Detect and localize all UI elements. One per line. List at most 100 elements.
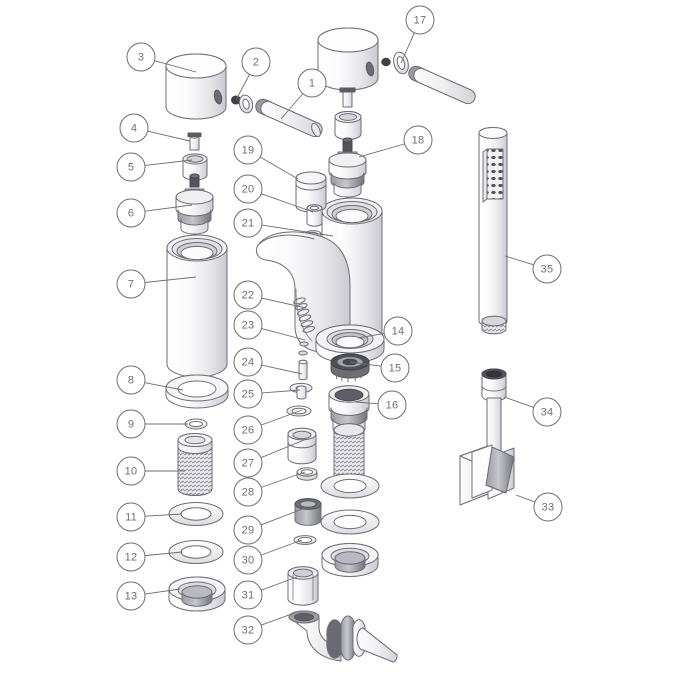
callout-bubble-16[interactable] <box>377 390 407 420</box>
callout-bubble-23[interactable] <box>233 310 263 340</box>
callout-21[interactable]: 21 <box>233 208 334 238</box>
part-29-filter-nut <box>294 498 322 526</box>
callout-bubble-7[interactable] <box>116 269 146 299</box>
callout-bubble-11[interactable] <box>116 502 146 532</box>
callout-11[interactable]: 11 <box>116 502 183 532</box>
callout-bubble-28[interactable] <box>233 477 263 507</box>
callout-bubble-20[interactable] <box>233 174 263 204</box>
callout-3[interactable]: 3 <box>126 42 197 73</box>
callout-bubble-19[interactable] <box>233 135 263 165</box>
callout-bubble-2[interactable] <box>241 47 271 77</box>
part-18-cartridge <box>328 137 367 198</box>
callout-bubble-34[interactable] <box>532 397 562 427</box>
part-6-cartridge <box>175 173 214 235</box>
callout-bubble-22[interactable] <box>233 280 263 310</box>
callout-bubble-6[interactable] <box>116 198 146 228</box>
callout-2[interactable]: 2 <box>235 47 271 101</box>
callout-25[interactable]: 25 <box>233 379 301 409</box>
part-20-bush <box>306 204 323 227</box>
callout-bubble-5[interactable] <box>116 152 146 182</box>
part-28-washer <box>296 467 318 481</box>
callout-bubble-17[interactable] <box>405 5 435 35</box>
callout-leader-22 <box>261 297 307 309</box>
callout-label-24: 24 <box>242 357 255 369</box>
callout-bubble-26[interactable] <box>233 415 263 445</box>
callout-bubble-33[interactable] <box>533 492 563 522</box>
callout-bubble-1[interactable] <box>297 68 327 98</box>
callout-14[interactable]: 14 <box>357 316 413 346</box>
callout-34[interactable]: 34 <box>503 396 562 427</box>
callout-bubble-31[interactable] <box>233 580 263 610</box>
callout-9[interactable]: 9 <box>116 409 188 439</box>
callout-26[interactable]: 26 <box>233 409 303 445</box>
callout-label-7: 7 <box>128 279 134 291</box>
callout-label-27: 27 <box>242 458 255 470</box>
callout-27[interactable]: 27 <box>233 439 305 478</box>
callout-label-19: 19 <box>242 145 255 157</box>
part-3-handle-cap <box>165 53 227 120</box>
callout-bubble-9[interactable] <box>116 409 146 439</box>
callout-bubble-4[interactable] <box>119 113 149 143</box>
callout-8[interactable]: 8 <box>116 365 184 395</box>
callout-bubble-12[interactable] <box>116 542 146 572</box>
callout-bubble-24[interactable] <box>233 347 263 377</box>
callout-bubble-29[interactable] <box>233 515 263 545</box>
callout-label-15: 15 <box>389 363 402 375</box>
callout-bubble-10[interactable] <box>116 456 146 486</box>
callout-4[interactable]: 4 <box>119 113 191 143</box>
callout-bubble-21[interactable] <box>233 208 263 238</box>
callout-bubble-8[interactable] <box>116 365 146 395</box>
callout-leader-4 <box>147 130 191 142</box>
callout-24[interactable]: 24 <box>233 347 303 377</box>
callout-30[interactable]: 30 <box>233 539 303 575</box>
callout-35[interactable]: 35 <box>504 254 562 284</box>
callout-bubble-27[interactable] <box>233 448 263 478</box>
callout-23[interactable]: 23 <box>233 310 306 341</box>
callout-bubble-3[interactable] <box>126 42 156 72</box>
callout-22[interactable]: 22 <box>233 280 307 310</box>
callout-bubble-14[interactable] <box>383 316 413 346</box>
callout-bubble-32[interactable] <box>233 615 263 645</box>
part-27-collar <box>287 427 317 465</box>
callout-16[interactable]: 16 <box>355 390 407 420</box>
callout-17[interactable]: 17 <box>400 5 435 64</box>
callout-bubble-15[interactable] <box>380 353 410 383</box>
callout-label-13: 13 <box>125 591 138 603</box>
callout-label-6: 6 <box>128 208 134 220</box>
callout-28[interactable]: 28 <box>233 471 306 507</box>
callout-bubble-30[interactable] <box>233 545 263 575</box>
callout-label-5: 5 <box>128 162 134 174</box>
callout-13[interactable]: 13 <box>116 581 181 611</box>
callout-18[interactable]: 18 <box>358 125 433 158</box>
part-1-handle-lever <box>255 98 323 138</box>
callout-label-8: 8 <box>128 375 134 387</box>
callout-leader-17 <box>400 32 415 64</box>
callout-7[interactable]: 7 <box>116 269 197 299</box>
callout-1[interactable]: 1 <box>280 68 327 120</box>
callout-bubble-13[interactable] <box>116 581 146 611</box>
callout-32[interactable]: 32 <box>233 611 298 645</box>
part-17b-handle-lever <box>408 65 476 105</box>
callout-19[interactable]: 19 <box>233 135 299 180</box>
callout-6[interactable]: 6 <box>116 198 193 228</box>
callout-29[interactable]: 29 <box>233 507 306 545</box>
callout-label-35: 35 <box>541 264 554 276</box>
callout-12[interactable]: 12 <box>116 542 183 572</box>
callout-10[interactable]: 10 <box>116 456 185 486</box>
callout-bubble-18[interactable] <box>403 125 433 155</box>
callout-bubble-35[interactable] <box>532 254 562 284</box>
callout-33[interactable]: 33 <box>515 492 563 522</box>
part-30-oring <box>293 535 317 545</box>
callout-label-34: 34 <box>541 407 554 419</box>
callout-31[interactable]: 31 <box>233 576 298 610</box>
callout-leader-1 <box>280 93 304 120</box>
callout-20[interactable]: 20 <box>233 174 314 213</box>
callout-leader-18 <box>358 143 405 158</box>
callout-label-4: 4 <box>131 123 137 135</box>
callout-15[interactable]: 15 <box>349 353 410 383</box>
callout-5[interactable]: 5 <box>116 152 193 182</box>
callout-bubble-25[interactable] <box>233 379 263 409</box>
part-base-flange-b <box>321 543 379 577</box>
callout-label-1: 1 <box>309 78 315 90</box>
callout-leader-3 <box>154 60 197 73</box>
